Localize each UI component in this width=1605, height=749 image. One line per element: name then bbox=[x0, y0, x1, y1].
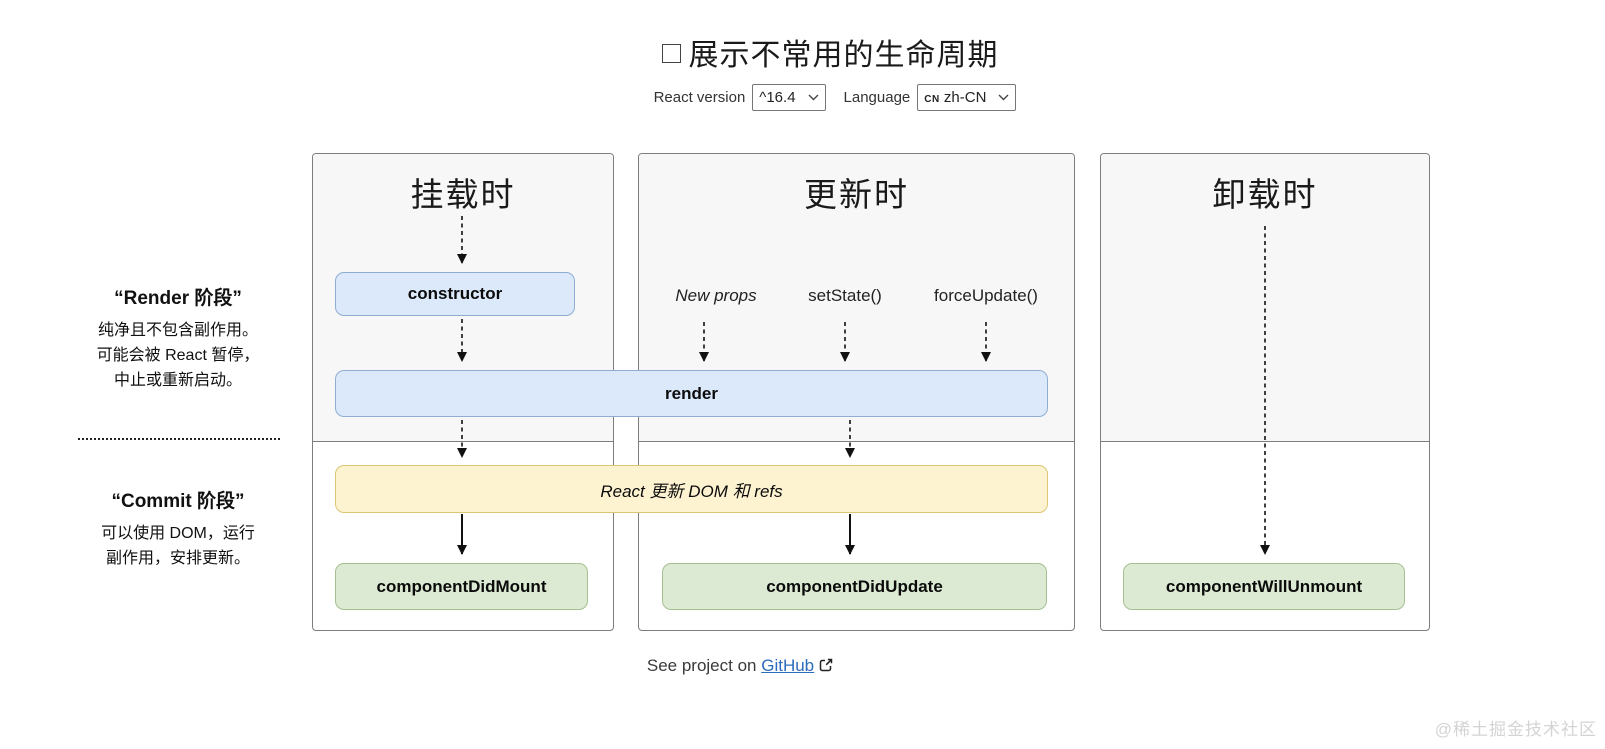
componentdidupdate-box[interactable]: componentDidUpdate bbox=[662, 563, 1047, 610]
language-select[interactable]: CN zh-CN bbox=[917, 84, 1017, 111]
render-phase-title: “Render 阶段” bbox=[114, 288, 242, 309]
commit-phase-title: “Commit 阶段” bbox=[111, 491, 245, 512]
language-label: Language bbox=[843, 89, 911, 106]
react-version-select[interactable]: ^16.4 bbox=[752, 84, 826, 111]
render-phase-note: “Render 阶段” 纯净且不包含副作用。 可能会被 React 暂停， 中止… bbox=[60, 283, 296, 393]
mounting-column-title: 挂载时 bbox=[410, 176, 516, 213]
updating-column-title: 更新时 bbox=[804, 176, 909, 213]
language-control: Language CN zh-CN bbox=[844, 84, 1017, 111]
chevron-down-icon bbox=[808, 94, 819, 100]
unmounting-column-title: 卸载时 bbox=[1212, 176, 1318, 213]
page-title: 展示不常用的生命周期 bbox=[688, 39, 999, 72]
forceupdate-trigger-label: forceUpdate() bbox=[934, 286, 1038, 305]
watermark: @稀土掘金技术社区 bbox=[1434, 720, 1597, 739]
external-link-icon bbox=[819, 658, 833, 672]
footer-text: See project on bbox=[646, 656, 762, 675]
controls-row: React version ^16.4 Language CN zh-CN bbox=[585, 84, 1085, 111]
componentdidmount-box[interactable]: componentDidMount bbox=[335, 563, 588, 610]
render-phase-description: 纯净且不包含副作用。 可能会被 React 暂停， 中止或重新启动。 bbox=[96, 322, 260, 389]
language-value: CN zh-CN bbox=[924, 88, 987, 106]
render-box[interactable]: render bbox=[335, 370, 1048, 417]
constructor-box[interactable]: constructor bbox=[335, 272, 575, 316]
show-less-common-lifecycles-checkbox[interactable] bbox=[661, 44, 681, 63]
footer: See project on GitHub bbox=[540, 656, 940, 676]
react-version-control: React version ^16.4 bbox=[654, 84, 826, 111]
new-props-trigger-label: New props bbox=[675, 286, 757, 305]
setstate-trigger-label: setState() bbox=[808, 286, 882, 305]
unmounting-column: 卸载时 bbox=[1100, 153, 1430, 631]
componentwillunmount-box[interactable]: componentWillUnmount bbox=[1123, 563, 1405, 610]
github-link[interactable]: GitHub bbox=[761, 656, 815, 675]
country-code-badge: CN bbox=[924, 93, 940, 105]
page-title-row: 展示不常用的生命周期 bbox=[580, 30, 1080, 74]
react-updates-dom-box: React 更新 DOM 和 refs bbox=[335, 465, 1048, 513]
react-version-label: React version bbox=[653, 89, 746, 106]
commit-phase-description: 可以使用 DOM，运行 副作用，安排更新。 bbox=[101, 525, 255, 567]
commit-phase-note: “Commit 阶段” 可以使用 DOM，运行 副作用，安排更新。 bbox=[60, 486, 296, 572]
react-version-value: ^16.4 bbox=[759, 88, 796, 106]
phase-divider-dotted-line bbox=[78, 438, 280, 440]
chevron-down-icon bbox=[998, 94, 1009, 100]
